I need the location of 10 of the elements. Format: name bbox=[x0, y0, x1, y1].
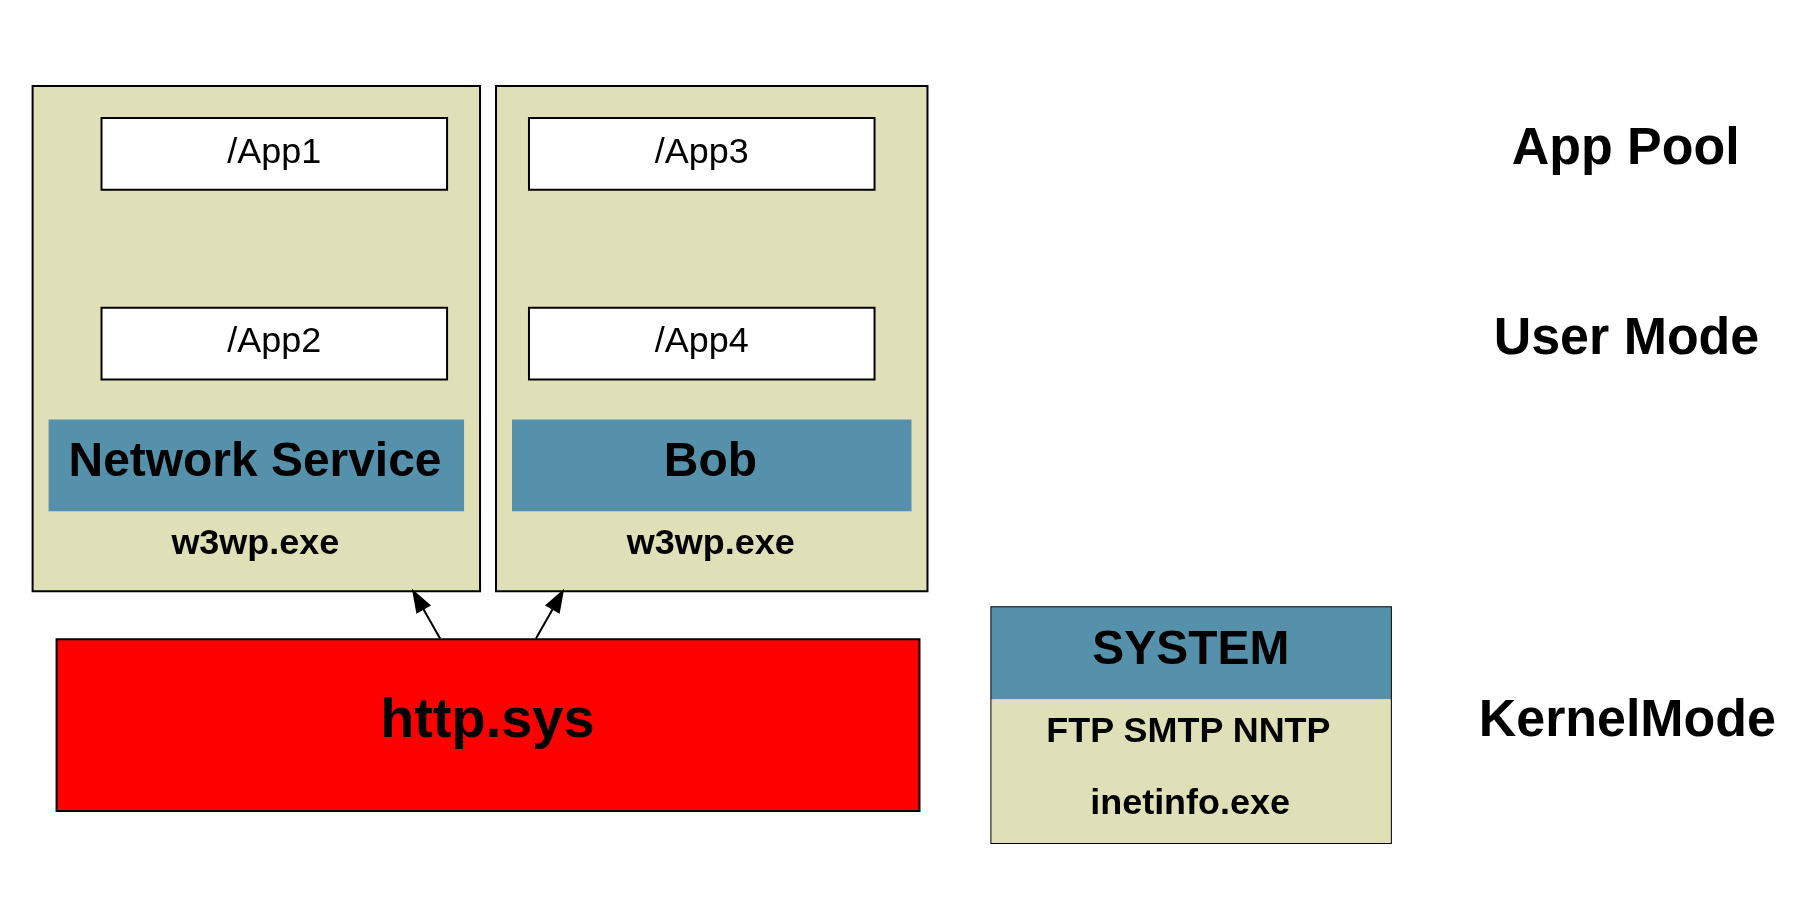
label: KernelMode bbox=[1478, 688, 1776, 747]
node-box: /App2 bbox=[100, 306, 449, 381]
node-box: /App3 bbox=[527, 116, 876, 191]
node-box: /App4 bbox=[527, 306, 876, 381]
arrow bbox=[535, 588, 565, 639]
node-box: http.sys bbox=[55, 637, 921, 812]
label: App Pool bbox=[1511, 116, 1740, 175]
arrow bbox=[411, 588, 442, 639]
node-box: /App1 bbox=[100, 116, 449, 191]
label: User Mode bbox=[1493, 306, 1760, 365]
